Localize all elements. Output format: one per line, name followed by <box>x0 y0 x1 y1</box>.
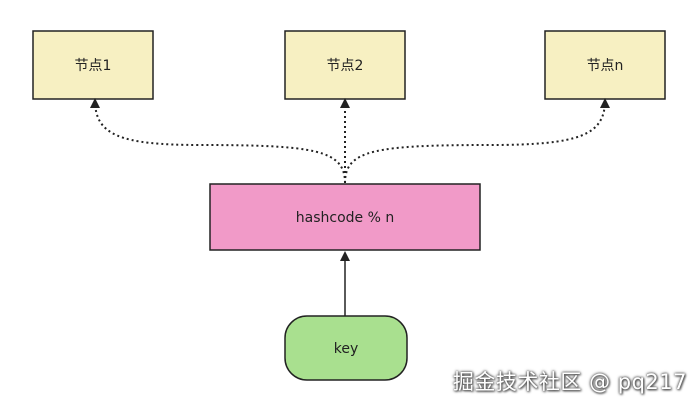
hash-function-box <box>209 183 481 251</box>
node-2-label: 节点2 <box>327 58 364 74</box>
watermark: 掘金技术社区 @ pq217 <box>452 370 687 394</box>
hash-function: hashcode % n <box>209 183 481 251</box>
dotted-arrow-to-node-1 <box>90 98 346 184</box>
key-label: key <box>334 341 359 357</box>
node-n-box <box>544 30 666 100</box>
node-2-box <box>284 30 406 100</box>
hash-function-label: hashcode % n <box>296 210 394 226</box>
node-1-box <box>32 30 154 100</box>
node-1-label: 节点1 <box>75 58 112 74</box>
key: key <box>284 315 408 381</box>
node-1: 节点1 <box>32 30 154 100</box>
node-n: 节点n <box>544 30 666 100</box>
node-n-label: 节点n <box>587 58 624 74</box>
node-2: 节点2 <box>284 30 406 100</box>
dotted-arrow-to-node-n <box>344 98 610 184</box>
key-box <box>284 315 408 381</box>
